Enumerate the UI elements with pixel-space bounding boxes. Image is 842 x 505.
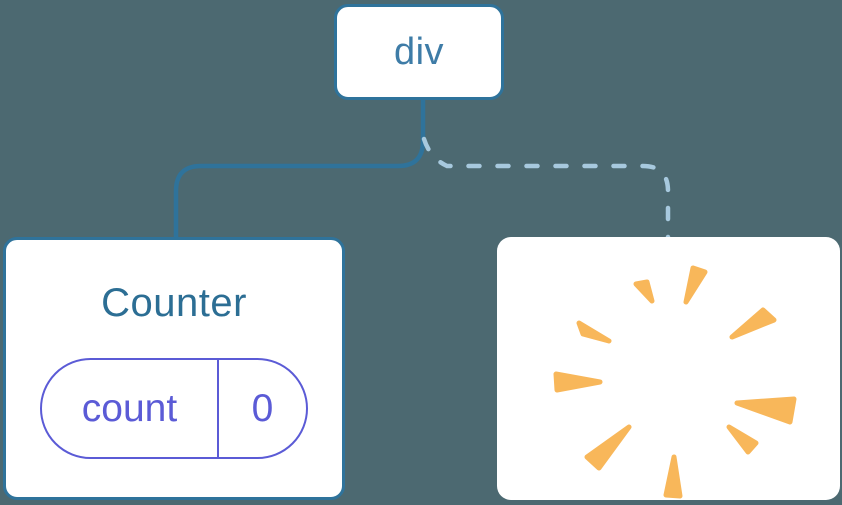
state-value-cell: 0 <box>219 360 306 457</box>
state-pill: count 0 <box>40 358 308 459</box>
poof-icon <box>553 265 797 499</box>
node-counter-component: Counter count 0 <box>3 237 345 500</box>
state-key-label: count <box>81 386 178 430</box>
edge-solid-to-counter <box>173 97 426 241</box>
component-title: Counter <box>101 281 247 325</box>
node-removed-component <box>497 237 840 500</box>
node-div: div <box>334 4 504 100</box>
edge-dashed-to-removed <box>421 136 671 241</box>
node-div-label: div <box>393 30 445 73</box>
state-value-label: 0 <box>251 386 274 430</box>
state-key-cell: count <box>42 360 219 457</box>
